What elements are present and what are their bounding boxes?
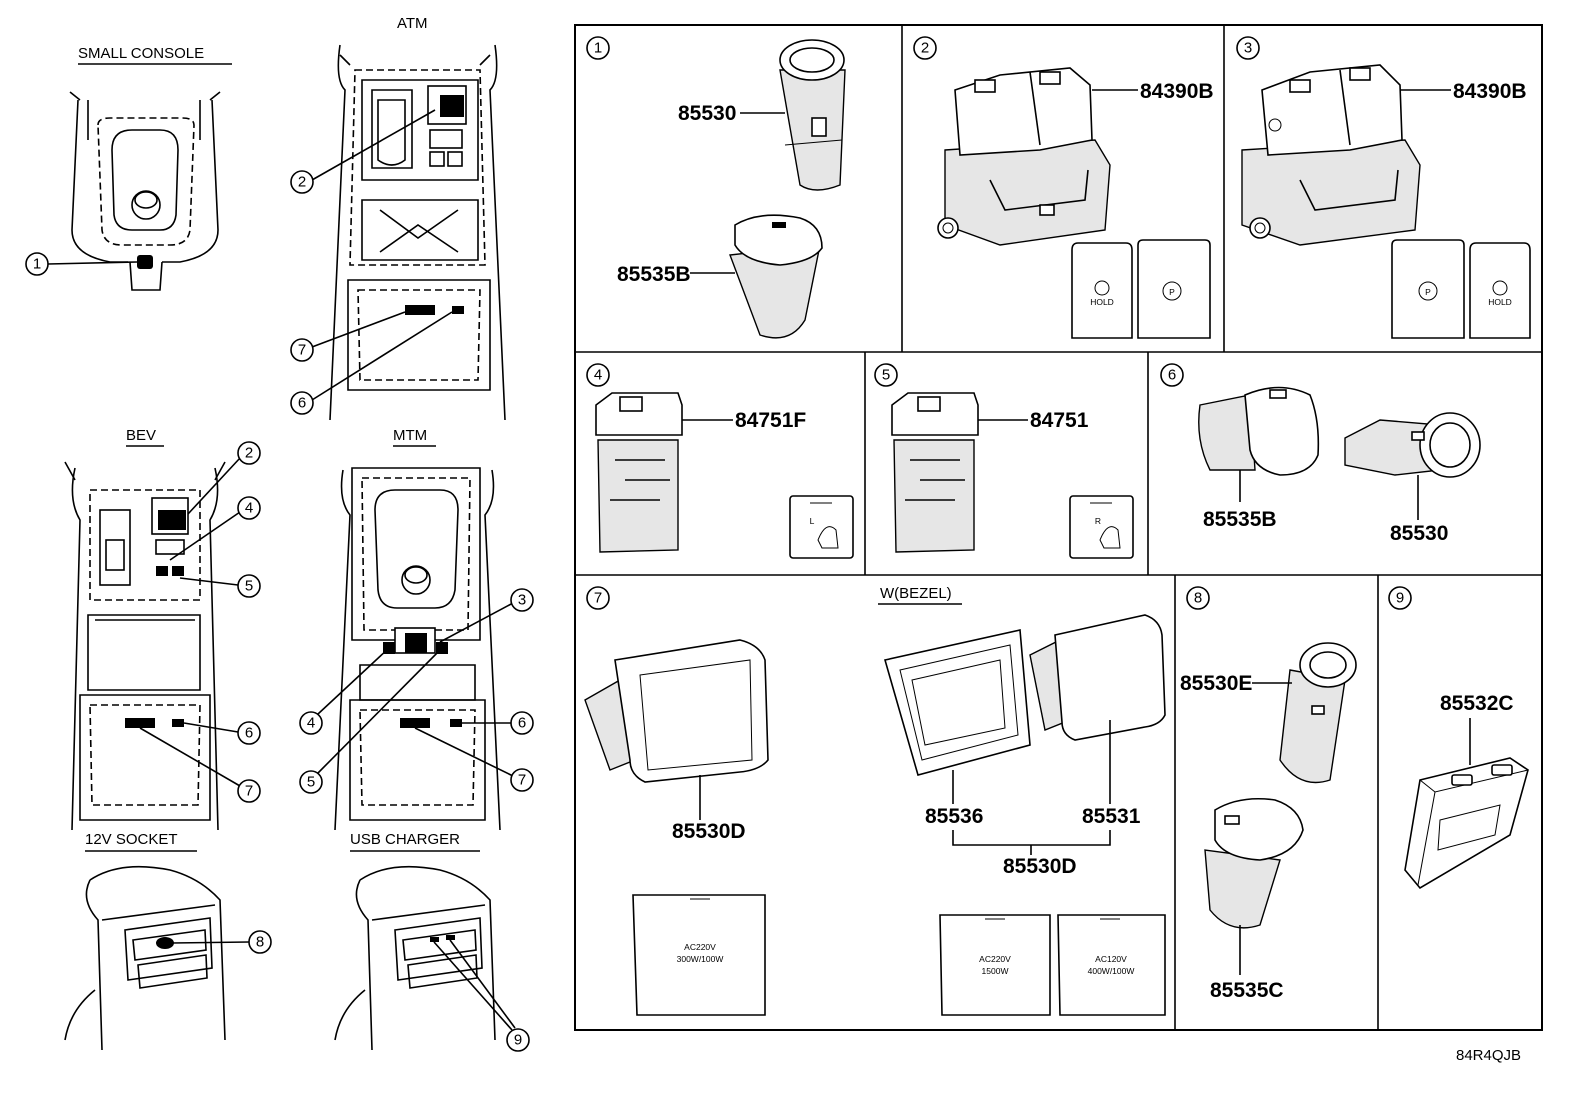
callout-5-mtm: 5 bbox=[307, 774, 315, 791]
callout-3-mtm: 3 bbox=[518, 592, 526, 609]
part-84751: 84751 bbox=[1030, 409, 1089, 432]
part-84751f: 84751F bbox=[735, 409, 806, 432]
cell-7: 7 W(BEZEL) 85530D 85536 85531 85530D AC2… bbox=[584, 585, 1166, 1016]
part-85530d-right: 85530D bbox=[1003, 855, 1077, 878]
cell-6-number: 6 bbox=[1168, 367, 1176, 384]
callout-7-atm: 7 bbox=[298, 342, 306, 359]
cover-1-line2: 300W/100W bbox=[677, 954, 724, 964]
cover-1-line1: AC220V bbox=[684, 942, 716, 952]
part-85530e: 85530E bbox=[1180, 672, 1252, 695]
cell-2: 2 84390B HOLD P bbox=[913, 36, 1214, 339]
hold-label-c2: HOLD bbox=[1090, 297, 1114, 307]
cover-2-line1: AC220V bbox=[979, 954, 1011, 964]
part-85532c: 85532C bbox=[1440, 692, 1514, 715]
p-label-c3: P bbox=[1425, 287, 1431, 297]
cell-4: 4 84751F L bbox=[586, 363, 854, 559]
view-title-atm: ATM bbox=[397, 15, 428, 32]
bev-view: BEV 2 4 5 6 7 bbox=[64, 427, 261, 831]
part-85535b-c1: 85535B bbox=[617, 263, 691, 286]
view-title-usb-charger: USB CHARGER bbox=[350, 831, 460, 848]
callout-1-small-console: 1 bbox=[33, 256, 41, 273]
part-85535b-c6: 85535B bbox=[1203, 508, 1277, 531]
cover-2-line2: 1500W bbox=[982, 966, 1009, 976]
callout-9-usb: 9 bbox=[514, 1032, 522, 1049]
reference-code: 84R4QJB bbox=[1456, 1047, 1521, 1064]
cell-8-number: 8 bbox=[1194, 590, 1202, 607]
callout-7-mtm: 7 bbox=[518, 772, 526, 789]
cell-1: 1 85530 85535B bbox=[586, 36, 846, 339]
callout-2-atm: 2 bbox=[298, 174, 306, 191]
seat-badge-l: L bbox=[810, 516, 815, 526]
view-title-bev: BEV bbox=[126, 427, 156, 444]
cell-9: 9 85532C bbox=[1388, 586, 1529, 890]
callout-6-mtm: 6 bbox=[518, 715, 526, 732]
socket-12v-view: 12V SOCKET 8 bbox=[64, 831, 272, 1051]
seat-badge-r: R bbox=[1095, 516, 1101, 526]
callout-5-bev: 5 bbox=[245, 578, 253, 595]
cell-6: 6 85535B 85530 bbox=[1160, 363, 1481, 545]
part-84390b-c2: 84390B bbox=[1140, 80, 1214, 103]
mtm-view: MTM 3 4 5 6 7 bbox=[299, 427, 534, 831]
view-title-small-console: SMALL CONSOLE bbox=[78, 45, 204, 62]
callout-4-bev: 4 bbox=[245, 500, 253, 517]
cell-4-number: 4 bbox=[594, 367, 602, 384]
part-85530d-left: 85530D bbox=[672, 820, 746, 843]
view-title-mtm: MTM bbox=[393, 427, 427, 444]
callout-6-bev: 6 bbox=[245, 725, 253, 742]
usb-charger-view: USB CHARGER 9 bbox=[334, 831, 530, 1052]
cell-5-number: 5 bbox=[882, 367, 890, 384]
cell-7-heading: W(BEZEL) bbox=[880, 585, 952, 602]
parts-grid bbox=[574, 24, 1543, 1031]
cover-3-line2: 400W/100W bbox=[1088, 966, 1135, 976]
cell-1-number: 1 bbox=[594, 40, 602, 57]
cover-3-line1: AC120V bbox=[1095, 954, 1127, 964]
cell-7-number: 7 bbox=[594, 590, 602, 607]
callout-6-atm: 6 bbox=[298, 395, 306, 412]
cell-8: 8 85530E 85535C bbox=[1180, 586, 1357, 1002]
part-85536: 85536 bbox=[925, 805, 983, 828]
view-title-12v-socket: 12V SOCKET bbox=[85, 831, 178, 848]
part-85530-c6: 85530 bbox=[1390, 522, 1448, 545]
p-label-c2: P bbox=[1169, 287, 1175, 297]
part-84390b-c3: 84390B bbox=[1453, 80, 1527, 103]
cell-9-number: 9 bbox=[1396, 590, 1404, 607]
cell-3-number: 3 bbox=[1244, 40, 1252, 57]
small-console-view: SMALL CONSOLE 1 bbox=[25, 45, 232, 291]
part-85531: 85531 bbox=[1082, 805, 1141, 828]
part-85530-c1: 85530 bbox=[678, 102, 736, 125]
cell-2-number: 2 bbox=[921, 40, 929, 57]
cell-3: 3 84390B P HOLD bbox=[1236, 36, 1531, 339]
callout-4-mtm: 4 bbox=[307, 715, 315, 732]
callout-2-bev: 2 bbox=[245, 445, 253, 462]
hold-label-c3: HOLD bbox=[1488, 297, 1512, 307]
part-85535c: 85535C bbox=[1210, 979, 1284, 1002]
cell-5: 5 84751 R bbox=[874, 363, 1134, 559]
atm-view: ATM 2 7 6 bbox=[290, 15, 506, 421]
callout-7-bev: 7 bbox=[245, 783, 253, 800]
callout-8-12v: 8 bbox=[256, 934, 264, 951]
